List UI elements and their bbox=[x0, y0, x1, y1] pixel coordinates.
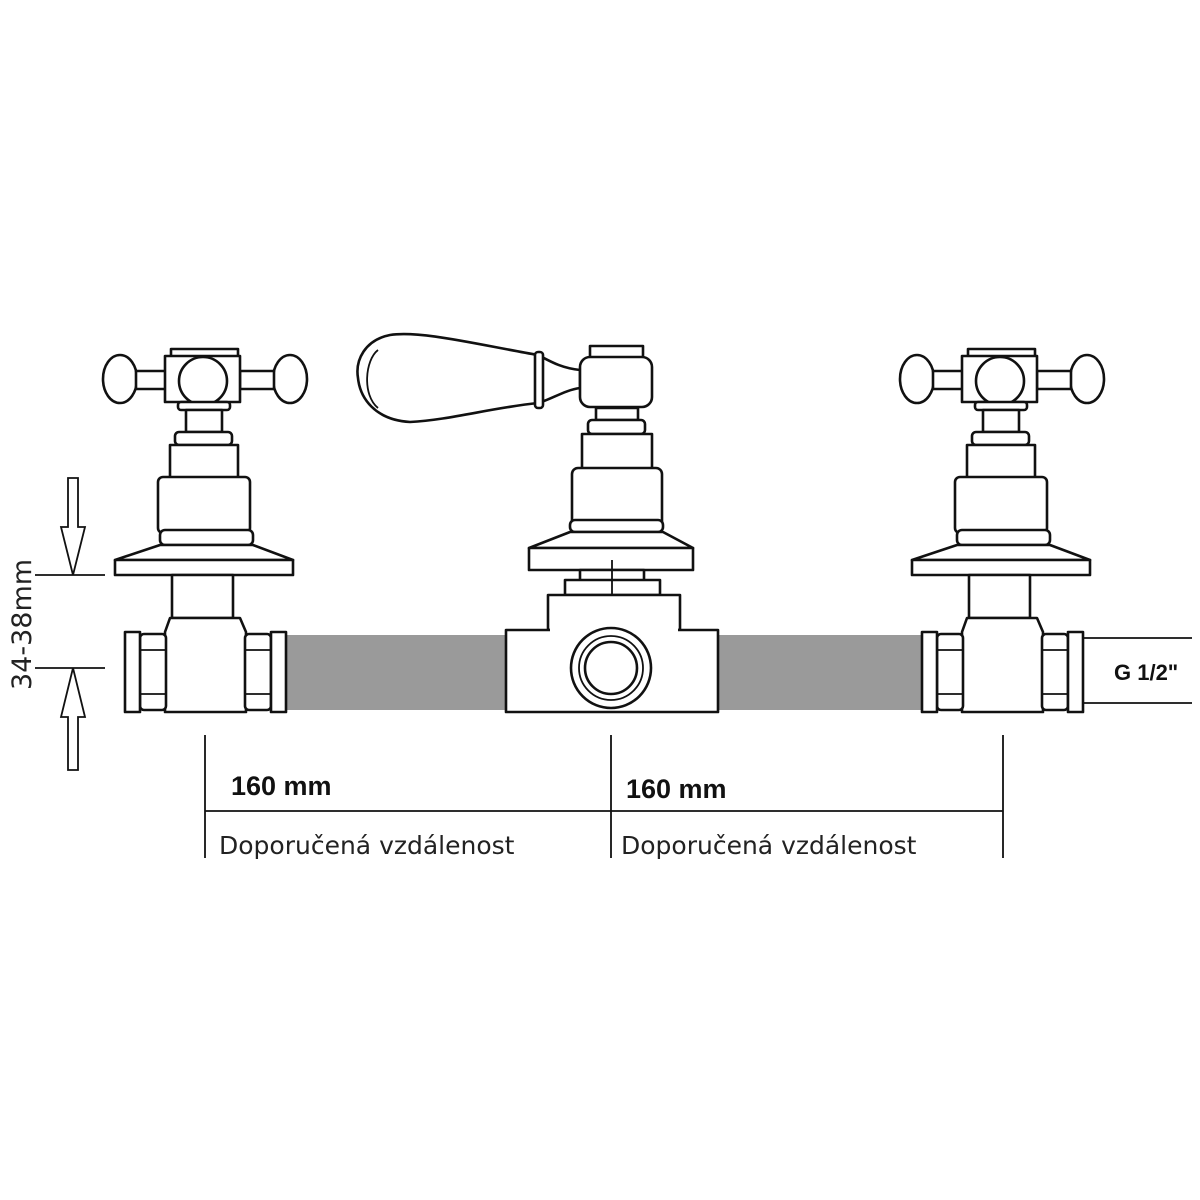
distance-dimension: 160 mm 160 mm Doporučená vzdálenost Dopo… bbox=[204, 735, 1004, 860]
right-cross-valve bbox=[898, 347, 1106, 714]
thread-label: G 1/2" bbox=[1114, 660, 1178, 685]
recommended-label-left: Doporučená vzdálenost bbox=[219, 831, 515, 860]
pipe-right bbox=[716, 635, 926, 710]
thread-dimension: G 1/2" bbox=[1082, 637, 1192, 704]
pipe-left bbox=[285, 635, 507, 710]
center-lever-valve bbox=[356, 332, 720, 714]
distance-label-left: 160 mm bbox=[231, 771, 332, 801]
recommended-label-right: Doporučená vzdálenost bbox=[621, 831, 917, 860]
distance-label-right: 160 mm bbox=[626, 774, 727, 804]
depth-label: 34-38mm bbox=[7, 559, 38, 690]
depth-dimension: 34-38mm bbox=[7, 477, 105, 771]
left-cross-valve bbox=[101, 347, 309, 714]
